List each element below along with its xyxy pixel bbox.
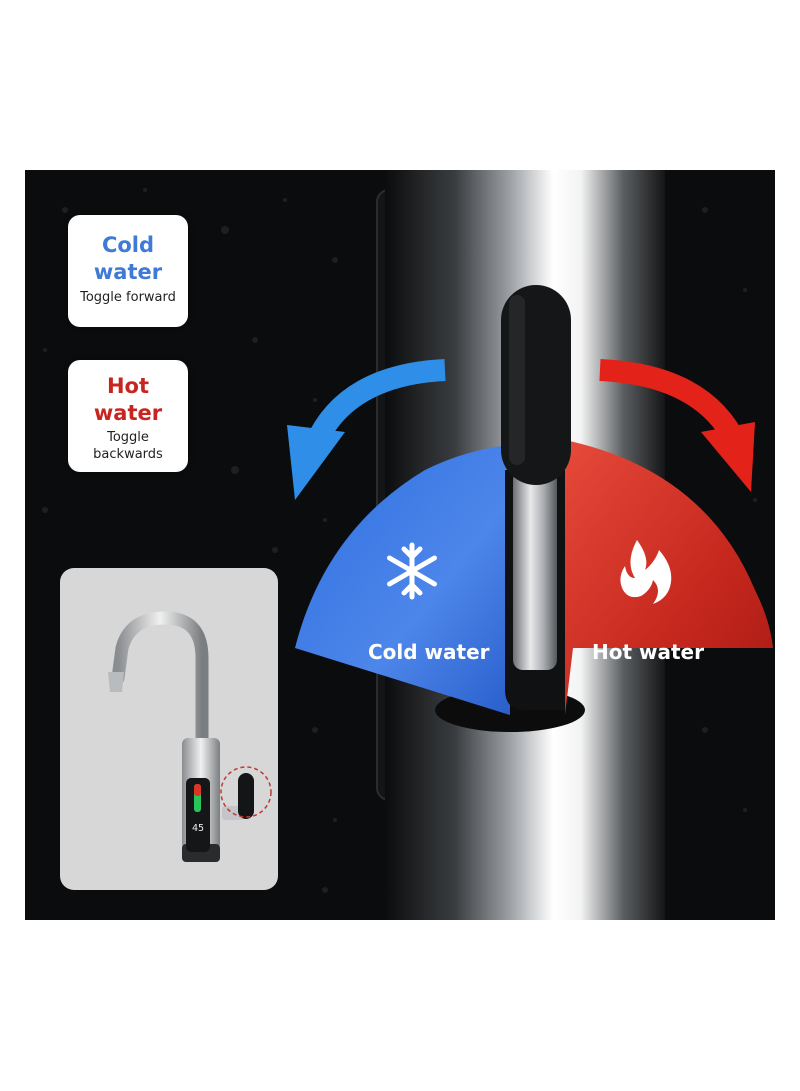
hot-water-subtitle-line1: Toggle	[107, 430, 149, 445]
hot-water-title-line1: Hot	[106, 374, 150, 398]
cold-water-card: Cold water Toggle forward	[68, 215, 188, 327]
cold-water-subtitle: Toggle forward	[80, 290, 176, 305]
faucet-inset-image: 45	[60, 568, 278, 890]
hot-water-title-line2: water	[93, 401, 163, 425]
hot-water-dial-label: Hot water	[592, 640, 704, 664]
cold-water-title-line1: Cold	[101, 233, 155, 257]
cold-water-dial-label: Cold water	[368, 640, 490, 664]
snowflake-icon	[387, 542, 437, 600]
hot-water-card: Hot water Toggle backwards	[68, 360, 188, 472]
flame-icon	[620, 540, 672, 604]
product-scene: Cold water Toggle forward Hot water Togg…	[25, 170, 775, 920]
temperature-display: 45	[191, 823, 205, 834]
faucet-illustration	[108, 611, 272, 862]
cold-water-title-line2: water	[93, 260, 163, 284]
hot-water-subtitle-line2: backwards	[93, 447, 163, 462]
